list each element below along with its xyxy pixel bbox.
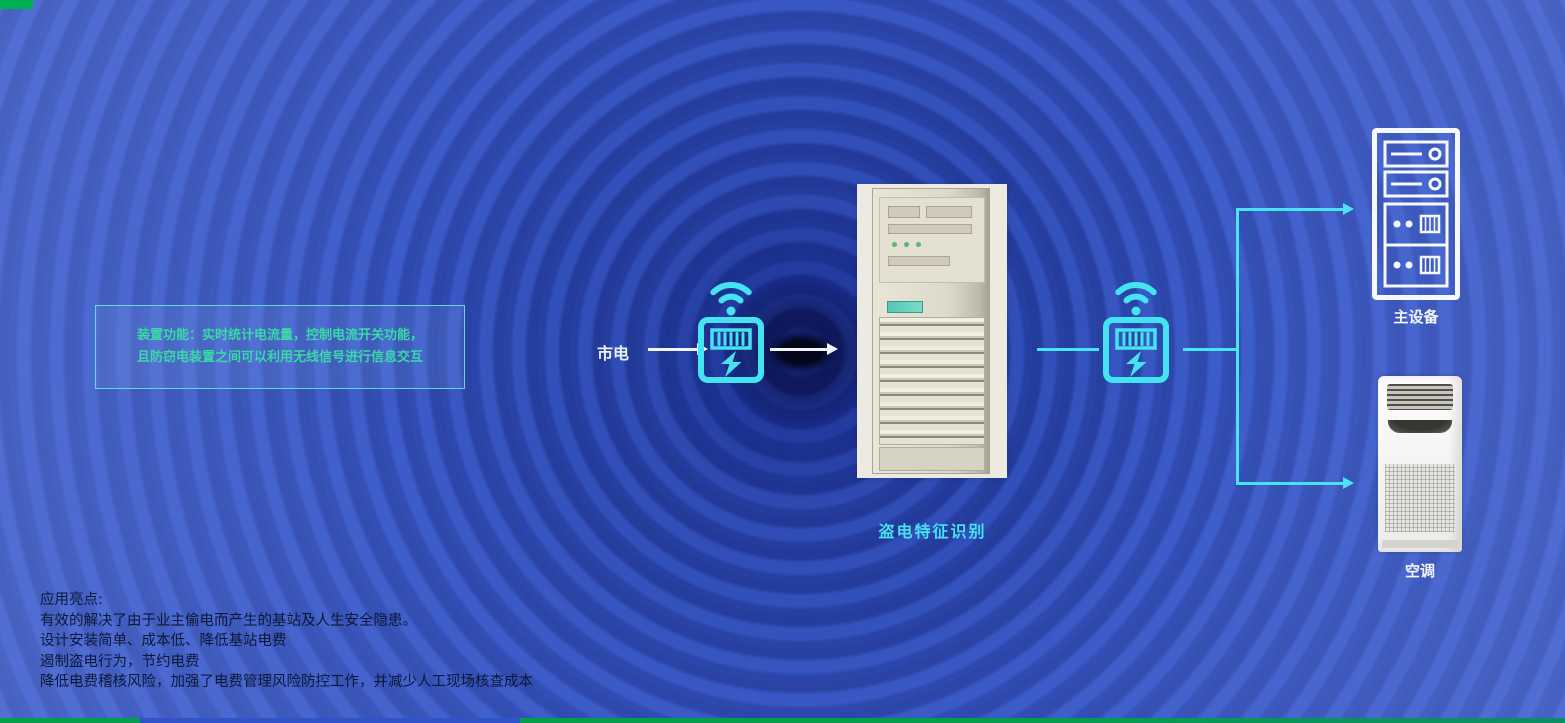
server-tower-icon [1372,128,1460,300]
callout-line-2: 且防窃电装置之间可以利用无线信号进行信息交互 [136,350,423,365]
callout-line-1: 装置功能：实时统计电流量，控制电流开关功能， [136,328,423,343]
main-device-label: 主设备 [1393,308,1439,326]
power-cabinet-photo [857,184,1007,478]
theft-identification-label: 盗电特征识别 [878,522,987,541]
cabinet-body [872,188,990,474]
cabinet-top-panel [879,197,985,283]
cabinet-module-slots [879,317,985,445]
air-conditioner-label: 空调 [1404,562,1435,580]
highlight-item: 遏制盗电行为，节约电费 [40,653,200,670]
highlights-title: 应用亮点: [40,592,103,608]
highlight-item: 降低电费稽核风险，加强了电费管理风险防控工作，并减少人工现场核查成本 [40,674,533,690]
highlight-item: 有效的解决了由于业主偷电而产生的基站及人生安全隐患。 [40,612,417,629]
ac-top-vent [1387,384,1453,410]
wifi-power-meter-icon-left [693,262,769,386]
cabinet-display [887,301,923,313]
wifi-power-meter-icon-right [1098,262,1174,386]
mains-label: 市电 [596,344,629,363]
air-conditioner-photo [1378,376,1462,552]
ac-louver [1388,420,1452,433]
bottom-edge-blue-segment [140,718,520,723]
top-edge-green-strip [0,0,33,9]
ac-grille [1385,464,1455,532]
bottom-edge-green-strip [0,718,1565,723]
ac-base [1382,540,1458,548]
highlight-item: 设计安装简单、成本低、降低基站电费 [40,633,287,649]
application-highlights: 应用亮点: 有效的解决了由于业主偷电而产生的基站及人生安全隐患。 设计安装简单、… [40,590,533,693]
device-function-callout: 装置功能：实时统计电流量，控制电流开关功能， 且防窃电装置之间可以利用无线信号进… [95,305,465,389]
cabinet-base [879,447,985,471]
